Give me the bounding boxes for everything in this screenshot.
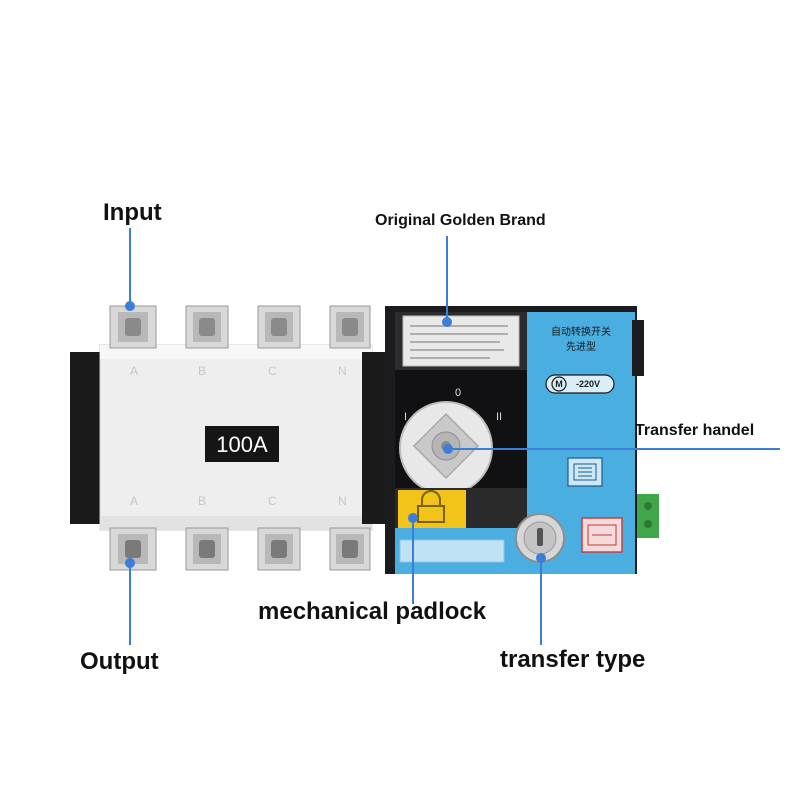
svg-text:A: A bbox=[130, 364, 138, 378]
svg-text:C: C bbox=[268, 364, 277, 378]
controller-module: 自动转换开关 先进型 M -220V 0 I II bbox=[385, 306, 659, 574]
keylock-icon[interactable] bbox=[515, 513, 565, 563]
input-terminals bbox=[109, 305, 371, 349]
panel-title-line1: 自动转换开关 bbox=[551, 325, 611, 338]
handle-mark-0: 0 bbox=[455, 387, 461, 399]
auto-mode-icon bbox=[581, 517, 623, 553]
terminal-connector bbox=[637, 494, 659, 538]
manual-mode-icon bbox=[567, 457, 603, 487]
brand-label: Original Golden Brand bbox=[375, 212, 546, 229]
output-terminals bbox=[109, 527, 371, 571]
callout-dots bbox=[125, 301, 546, 568]
rating-plate bbox=[205, 426, 279, 462]
input-label: Input bbox=[103, 199, 162, 226]
terminal-top-b bbox=[185, 305, 229, 349]
output-label: Output bbox=[80, 648, 159, 675]
voltage-value: -220V bbox=[576, 379, 600, 389]
terminal-bottom-c bbox=[257, 527, 301, 571]
svg-text:A: A bbox=[130, 494, 138, 508]
svg-text:N: N bbox=[338, 364, 347, 378]
callout-lines bbox=[129, 228, 780, 645]
voltage-symbol: M bbox=[555, 379, 563, 389]
handle-mark-2: II bbox=[496, 411, 502, 423]
terminal-bottom-n bbox=[329, 527, 371, 571]
padlock-icon bbox=[417, 490, 445, 523]
svg-text:B: B bbox=[198, 364, 206, 378]
breaker-body: A B C N A B C N 100A bbox=[70, 344, 390, 531]
svg-text:C: C bbox=[268, 494, 277, 508]
panel-title-line2: 先进型 bbox=[566, 340, 596, 353]
handle-label: Transfer handel bbox=[635, 422, 755, 439]
padlock-label: mechanical padlock bbox=[258, 598, 487, 625]
handle-mark-1: I bbox=[404, 411, 407, 423]
voltage-badge bbox=[545, 374, 615, 394]
rating-label: 100A bbox=[216, 432, 268, 457]
svg-text:N: N bbox=[338, 494, 347, 508]
terminal-top-n bbox=[329, 305, 371, 349]
terminal-top-c bbox=[257, 305, 301, 349]
transfer-type-label: transfer type bbox=[500, 646, 646, 673]
terminal-bottom-b bbox=[185, 527, 229, 571]
terminal-top-a bbox=[109, 305, 157, 349]
svg-text:B: B bbox=[198, 494, 206, 508]
